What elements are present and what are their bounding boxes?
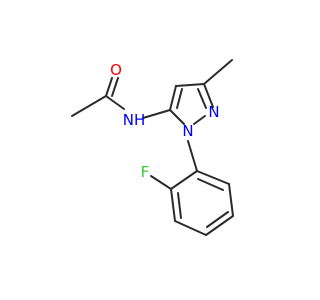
bond-aryl-c6-c1 [196,170,230,185]
bond-aryl-fluorine [150,175,172,190]
bond-nh-c5 [142,109,171,119]
bond-c3-n2 [203,83,214,108]
amide-nh-label: NH [123,111,146,129]
bond-aryl-c2-c3 [170,188,176,222]
bond-carbonyl-oxygen [105,77,113,97]
bond-n2-n1 [193,115,206,125]
fluorine-label: F [141,163,150,181]
bond-n1-c5 [169,109,185,125]
bond-methyl-carbonyl [71,95,107,117]
bond-c5-c4-double [176,88,183,109]
bond-carbonyl-oxygen-double [111,77,119,97]
bond-n1-aryl [187,140,198,172]
bond-aryl-c2-c3-double [177,192,182,219]
bond-aryl-c1-c2 [170,170,198,190]
bond-aryl-c5-c6 [228,183,234,217]
bond-aryl-c4-c5 [205,215,234,236]
molecule-diagram: O NH N N F [71,59,234,236]
bond-aryl-c6-c1-double [197,178,224,191]
bond-c3-methyl [203,59,233,85]
oxygen-label: O [110,61,122,79]
bond-c3-n2-double [197,88,207,109]
structure-canvas: O NH N N F [71,59,234,236]
pyrazole-n1-label: N [182,122,193,140]
bond-c4-c3 [175,83,205,87]
pyrazole-n2-label: N [208,103,219,121]
bond-aryl-c4-c5-double [206,211,229,228]
bond-carbonyl-nh [105,95,125,110]
bond-aryl-c3-c4 [174,220,207,236]
bond-c5-c4 [169,85,177,111]
